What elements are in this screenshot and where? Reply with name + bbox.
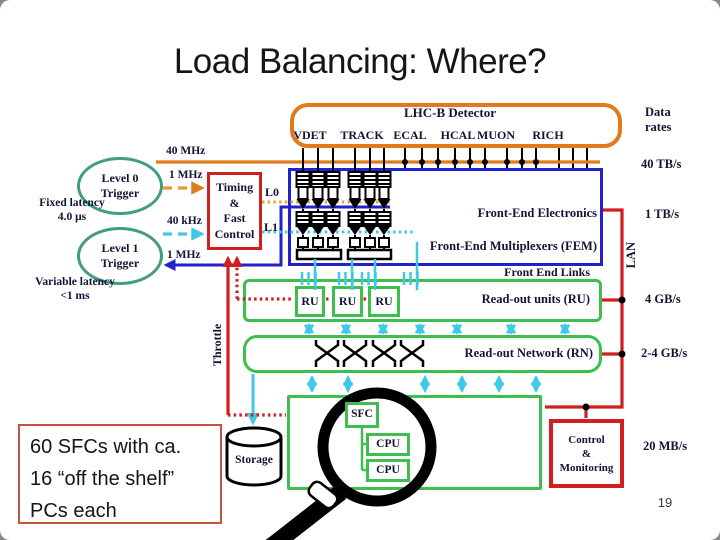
readout-units-label: Read-out units (RU) (481, 292, 590, 306)
level1-line: Trigger (100, 256, 140, 270)
detector-signal-lines (404, 148, 588, 168)
subsystem-label: ECAL (393, 128, 427, 142)
rate-1mhz-label: 1 MHz (167, 249, 201, 261)
detector-label: LHC-B Detector (403, 105, 497, 120)
level0-line: Trigger (100, 186, 140, 200)
l0-label: L0 (265, 185, 280, 199)
readout-network-label: Read-out Network (RN) (464, 346, 593, 360)
rate-40mhz-label: 40 MHz (166, 145, 206, 157)
cpu-farm-box (287, 395, 542, 490)
data-rates-header: rates (645, 120, 672, 134)
data-rate-value: 1 TB/s (645, 207, 680, 221)
throttle-label: Throttle (210, 323, 225, 367)
subsystem-label: TRACK (340, 128, 384, 142)
cpu-label: CPU (376, 463, 400, 476)
sfc-label: SFC (351, 408, 373, 421)
l1-label: L1 (264, 220, 279, 234)
variable-latency-label: Variable latency<1 ms (35, 276, 115, 302)
note-line: 60 SFCs with ca. (30, 436, 182, 458)
sfc-box: SFC (345, 402, 379, 428)
level0-trigger-ellipse: Level 0 Trigger (77, 157, 163, 215)
fee-label: Front-End Electronics (477, 206, 597, 220)
level0-line: Level 0 (101, 171, 139, 185)
rate-1mhz-label: 1 MHz (169, 169, 203, 181)
data-rate-value: 20 MB/s (643, 439, 688, 453)
control-monitoring-line: & (581, 447, 592, 460)
rate-40khz-label: 40 kHz (167, 215, 202, 227)
data-rate-value: 2-4 GB/s (641, 346, 688, 360)
ru-label: RU (301, 293, 319, 308)
subsystem-label: MUON (477, 128, 515, 142)
ru-label: RU (338, 293, 357, 308)
cpu-box-2: CPU (366, 459, 410, 482)
note-box: 60 SFCs with ca. 16 “off the shelf” PCs … (18, 424, 222, 524)
front-end-links-label: Front End Links (504, 265, 590, 279)
control-monitoring-line: Monitoring (559, 461, 614, 474)
note-line: PCs each (30, 500, 117, 522)
cpu-box-1: CPU (366, 433, 410, 456)
cpu-label: CPU (376, 437, 400, 450)
timing-fast-control-box: Timing & Fast Control (207, 172, 262, 250)
note-line: 16 “off the shelf” (30, 468, 175, 490)
control-monitoring-line: Control (568, 433, 605, 446)
data-rates-header: Data (645, 105, 671, 119)
fem-label: Front-End Multiplexers (FEM) (429, 239, 597, 253)
rn-farm-arrows (306, 374, 542, 394)
page-title: Load Balancing: Where? (173, 42, 547, 81)
lan-label: LAN (623, 241, 638, 269)
data-rate-value: 4 GB/s (645, 292, 681, 306)
level1-trigger-ellipse: Level 1 Trigger (77, 227, 163, 285)
tfc-label-line: Control (214, 226, 255, 241)
ru-box-1: RU (295, 286, 325, 317)
level1-line: Level 1 (101, 241, 139, 255)
tfc-label-line: Fast (223, 211, 246, 225)
ru-rn-arrows (303, 322, 571, 336)
subsystem-label: VDET (293, 128, 327, 142)
ru-box-2: RU (332, 286, 363, 317)
page-number: 19 (657, 495, 673, 510)
subsystem-label: HCAL (440, 128, 476, 142)
subsystem-label: RICH (532, 128, 564, 142)
storage-label: Storage (235, 454, 273, 466)
control-monitoring-box: Control & Monitoring (549, 419, 624, 488)
tfc-label-line: & (229, 195, 240, 210)
tfc-label-line: Timing (215, 180, 254, 194)
ru-box-3: RU (368, 286, 400, 317)
sampling-dots (402, 159, 539, 165)
detector-box (290, 103, 622, 148)
data-rate-value: 40 TB/s (641, 157, 682, 171)
ru-label: RU (375, 293, 393, 308)
